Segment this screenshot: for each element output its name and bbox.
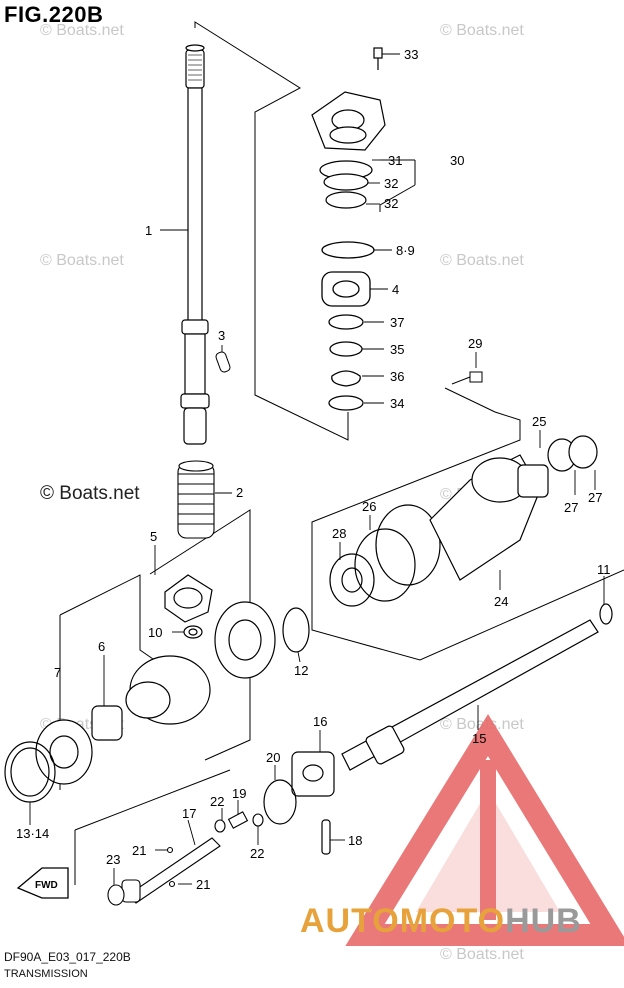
callout-7: 7 [54, 665, 61, 680]
watermark: © Boats.net [440, 22, 524, 39]
bearing-housing [311, 47, 386, 209]
watermark: © Boats.net [40, 22, 124, 39]
callout-36: 36 [390, 369, 404, 384]
callout-17: 17 [182, 806, 196, 821]
callout-2: 2 [236, 485, 243, 500]
callout-26: 26 [362, 499, 376, 514]
callout-10: 10 [148, 625, 162, 640]
callout-labels: 1 2 3 4 5 6 7 8·9 10 11 12 13·14 15 16 1… [16, 47, 611, 892]
callout-33: 33 [404, 47, 418, 62]
callout-1: 1 [145, 223, 152, 238]
leader-lines [29, 53, 605, 885]
figure-name: TRANSMISSION [4, 968, 88, 980]
callout-30: 30 [450, 153, 464, 168]
callout-21: 21 [196, 877, 210, 892]
callout-24: 24 [494, 594, 508, 609]
figure-title: FIG.220B [4, 2, 104, 27]
callout-22: 22 [210, 794, 224, 809]
shift-hardware [107, 811, 264, 906]
callout-5: 5 [150, 529, 157, 544]
forward-direction-icon: FWD [16, 867, 69, 899]
callout-22: 22 [250, 846, 264, 861]
callout-25: 25 [532, 414, 546, 429]
brand-logo-icon [345, 713, 624, 946]
callout-34: 34 [390, 396, 404, 411]
callout-12: 12 [294, 663, 308, 678]
clutch-dog [263, 751, 335, 855]
callout-15: 15 [472, 731, 486, 746]
callout-23: 23 [106, 852, 120, 867]
bearings [4, 705, 123, 803]
fwd-label: FWD [35, 880, 58, 891]
bracket-lines [59, 21, 624, 885]
pin [215, 351, 231, 373]
callout-32: 32 [384, 176, 398, 191]
callout-20: 20 [266, 750, 280, 765]
watermark: © Boats.net [440, 252, 524, 269]
callout-6: 6 [98, 639, 105, 654]
callout-11: 11 [597, 562, 611, 577]
callout-8-9: 8·9 [396, 243, 415, 258]
callout-16: 16 [313, 714, 327, 729]
brand-wordmark: AUTOMOTOHUB [300, 902, 582, 941]
callout-4: 4 [392, 282, 399, 297]
callout-32: 32 [384, 196, 398, 211]
figure-code: DF90A_E03_017_220B [4, 950, 131, 964]
watermark: © Boats.net [440, 946, 524, 963]
gears [125, 574, 310, 725]
callout-28: 28 [332, 526, 346, 541]
bolt [451, 371, 483, 385]
watermark: © Boats.net [40, 252, 124, 269]
callout-13-14: 13·14 [16, 826, 49, 841]
rings-stack [321, 241, 375, 411]
callout-35: 35 [390, 342, 404, 357]
callout-37: 37 [390, 315, 404, 330]
callout-18: 18 [348, 833, 362, 848]
propeller-shaft [341, 603, 613, 771]
callout-27: 27 [564, 500, 578, 515]
brand-part1: AUTOMOTO [300, 902, 506, 940]
watermark-main: © Boats.net [40, 483, 140, 504]
brand-part2: HUB [505, 902, 582, 940]
drive-shaft [180, 44, 210, 445]
callout-3: 3 [218, 328, 225, 343]
shaft-boot [177, 460, 215, 539]
propeller-shaft-housing [329, 435, 598, 607]
callout-19: 19 [232, 786, 246, 801]
callout-27: 27 [588, 490, 602, 505]
callout-21: 21 [132, 843, 146, 858]
callout-31: 31 [388, 153, 402, 168]
callout-29: 29 [468, 336, 482, 351]
